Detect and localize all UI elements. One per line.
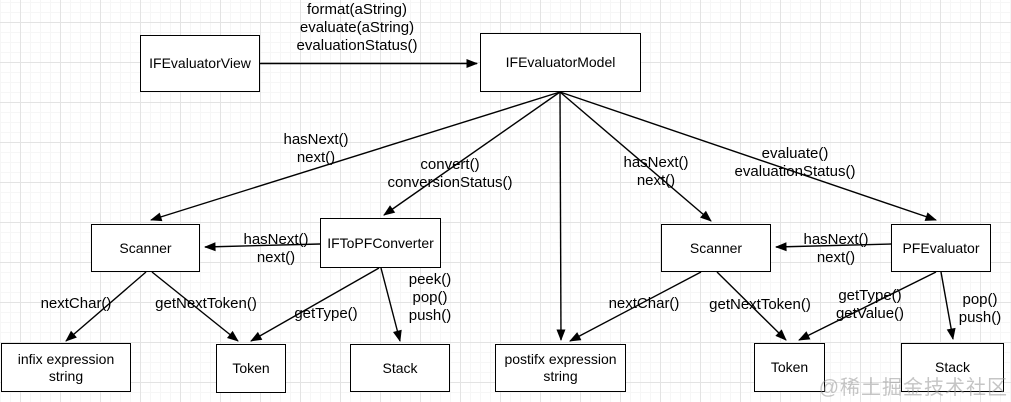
edge-pfevaluator-to-token xyxy=(798,271,937,341)
node-scanner-right: Scanner xyxy=(661,224,771,272)
node-stack-left: Stack xyxy=(350,344,450,392)
edge-model-to-converter xyxy=(383,91,561,216)
edge-scanner-right-to-postfix xyxy=(569,271,702,342)
node-stack-right: Stack xyxy=(901,343,1004,392)
edge-scanner-left-to-token xyxy=(151,271,239,342)
node-if-evaluator-view: IFEvaluatorView xyxy=(140,35,260,92)
edge-model-to-scanner-left xyxy=(150,91,561,222)
node-infix-expression-string: infix expression string xyxy=(1,343,131,392)
edge-model-to-postfix xyxy=(556,91,566,341)
edge-scanner-left-to-infix xyxy=(65,271,147,342)
edge-converter-to-scanner-left xyxy=(204,242,321,252)
edge-pfevaluator-to-stack xyxy=(940,271,956,340)
edge-model-to-pfevaluator xyxy=(559,91,937,221)
edge-converter-to-stack xyxy=(380,267,402,342)
node-if-evaluator-model: IFEvaluatorModel xyxy=(480,33,641,92)
edge-model-to-scanner-right xyxy=(559,91,712,222)
node-token-right: Token xyxy=(754,343,825,392)
node-postfix-expression-string: postifx expression string xyxy=(495,344,626,392)
edge-scanner-right-to-token xyxy=(716,271,787,341)
node-if-to-pf-converter: IFToPFConverter xyxy=(320,218,441,268)
watermark: @稀土掘金技术社区 xyxy=(818,377,1008,399)
node-token-left: Token xyxy=(216,344,286,393)
node-scanner-left: Scanner xyxy=(91,224,200,272)
edge-pfevaluator-to-scanner-right xyxy=(775,242,892,252)
edge-converter-to-token xyxy=(250,267,380,342)
node-pf-evaluator: PFEvaluator xyxy=(891,224,991,272)
